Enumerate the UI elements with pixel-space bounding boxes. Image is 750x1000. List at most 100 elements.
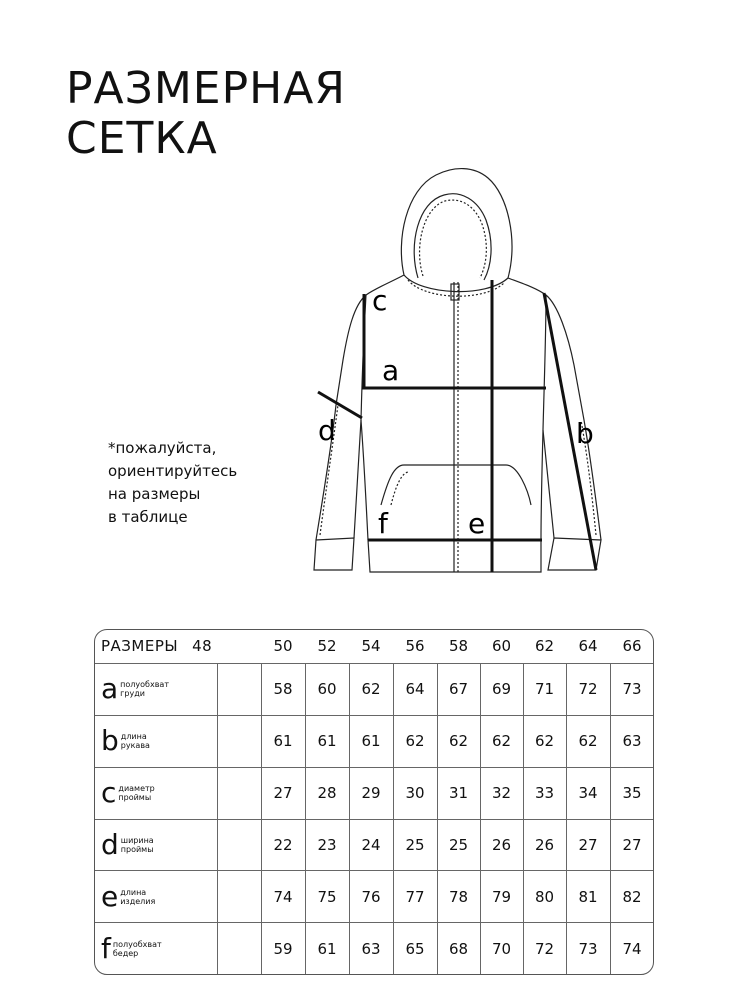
size-table: РАЗМЕРЫ4850525456586062646668aполуобхват… (94, 629, 654, 975)
row-letter: f (101, 931, 111, 965)
note-line-2: ориентируйтесь (108, 462, 238, 480)
table-cell: 33 (522, 766, 567, 820)
size-48: 48 (192, 637, 213, 656)
row-description-line: диаметр (118, 784, 155, 794)
size-header-60: 60 (491, 637, 512, 656)
page-title: РАЗМЕРНАЯ СЕТКА (66, 64, 346, 164)
row-description-line: ширина (120, 835, 154, 845)
table-cell (216, 714, 262, 768)
row-letter: a (101, 672, 119, 706)
label-f: f (378, 507, 389, 540)
row-description-line: проймы (118, 793, 152, 803)
table-cell: 80 (522, 870, 567, 924)
table-cell: 60 (304, 662, 350, 716)
table-cell: 25 (436, 818, 481, 872)
size-header-54: 54 (361, 637, 381, 656)
table-cell: 29 (348, 766, 394, 820)
table-cell (216, 662, 262, 716)
title-line-2: СЕТКА (66, 113, 218, 164)
table-cell: 70 (479, 922, 524, 974)
table-cell: 62 (522, 714, 567, 768)
table-cell: 62 (392, 714, 438, 768)
label-d: d (318, 414, 336, 447)
table-cell (216, 766, 262, 820)
table-cell: 65 (392, 922, 438, 974)
table-cell: 73 (609, 662, 653, 716)
row-description-line: рукава (120, 741, 150, 751)
table-cell: 75 (304, 870, 350, 924)
size-header-52: 52 (317, 637, 337, 656)
table-cell: 24 (348, 818, 394, 872)
table-cell (216, 922, 262, 974)
size-header-58: 58 (448, 637, 469, 656)
table-cell: 63 (348, 922, 394, 974)
row-description-line: длина (120, 732, 147, 742)
table-cell: 64 (392, 662, 438, 716)
label-c: c (372, 284, 387, 317)
table-cell: 61 (260, 714, 306, 768)
table-cell (216, 818, 262, 872)
table-cell: 71 (522, 662, 567, 716)
table-cell: 62 (348, 662, 394, 716)
row-letter: d (101, 827, 119, 861)
row-letter: c (101, 776, 117, 810)
table-cell: 25 (392, 818, 438, 872)
table-row: aполуобхватгруди58606264676971727375 (95, 662, 653, 716)
table-cell: 78 (436, 870, 481, 924)
table-cell: 72 (565, 662, 611, 716)
table-cell: 30 (392, 766, 438, 820)
table-row: dширинапроймы22232425252626272728 (95, 818, 653, 872)
size-header-66: 66 (622, 637, 642, 656)
table-cell: 35 (609, 766, 653, 820)
table-cell: 23 (304, 818, 350, 872)
table-cell: 61 (348, 714, 394, 768)
table-cell: 31 (436, 766, 481, 820)
title-line-1: РАЗМЕРНАЯ (66, 63, 346, 114)
table-cell: 61 (304, 714, 350, 768)
row-description-line: длина (120, 887, 147, 897)
row-description-line: полуобхват (112, 939, 162, 949)
header-label-text: РАЗМЕРЫ (101, 637, 179, 656)
label-e: e (468, 507, 485, 540)
table-cell: 74 (609, 922, 653, 974)
table-cell: 82 (609, 870, 653, 924)
label-b: b (576, 417, 594, 450)
size-header-50: 50 (273, 637, 293, 656)
note-line-3: на размеры (108, 485, 201, 503)
row-description-line: бедер (112, 948, 139, 958)
table-cell (216, 870, 262, 924)
table-cell: 77 (392, 870, 438, 924)
table-cell: 26 (479, 818, 524, 872)
table-cell: 74 (260, 870, 306, 924)
table-row: bдлинарукава61616162626262626363 (95, 714, 653, 768)
label-a: a (382, 354, 399, 387)
table-cell: 76 (348, 870, 394, 924)
row-description-line: изделия (120, 896, 156, 906)
size-header-62: 62 (534, 637, 555, 656)
size-header-64: 64 (578, 637, 598, 656)
table-cell: 79 (479, 870, 524, 924)
table-cell: 22 (260, 818, 306, 872)
row-description-line: проймы (120, 844, 154, 854)
table-cell: 59 (260, 922, 306, 974)
table-cell: 28 (304, 766, 350, 820)
table-cell: 61 (304, 922, 350, 974)
measure-d-line (317, 390, 363, 420)
note-line-1: *пожалуйста, (108, 439, 217, 457)
hoodie-diagram: c a d b f e (313, 168, 602, 573)
header-sizes-label: РАЗМЕРЫ 48 (95, 630, 261, 663)
table-cell: 26 (522, 818, 567, 872)
size-header-56: 56 (405, 637, 425, 656)
table-header-row: РАЗМЕРЫ4850525456586062646668 (95, 630, 653, 663)
table-cell: 58 (260, 662, 306, 716)
